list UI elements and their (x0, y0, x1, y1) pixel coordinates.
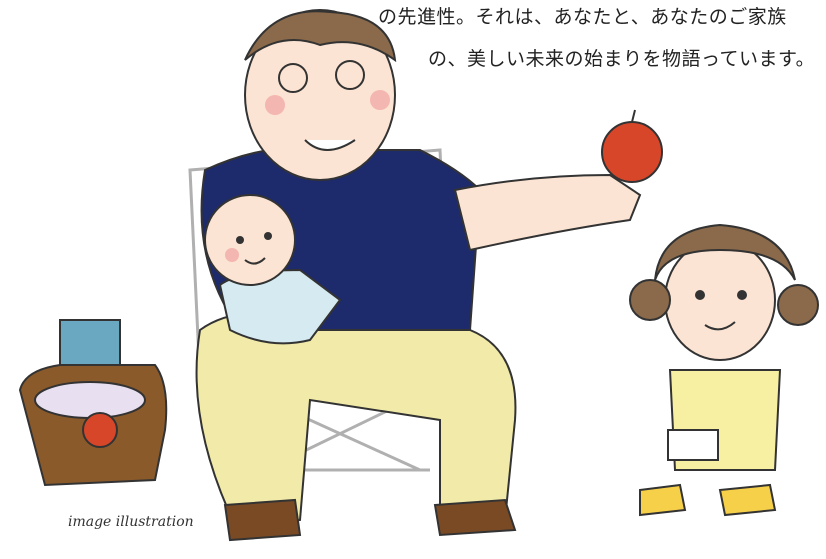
body-text-line-2: の、美しい未来の始まりを物語っています。 (428, 48, 816, 70)
left-shoe-icon (223, 498, 302, 542)
right-shoe-icon (433, 498, 517, 537)
father-head (244, 9, 397, 181)
girl-figure (629, 223, 819, 517)
baby-figure (204, 194, 342, 345)
father-arm (453, 173, 642, 252)
body-text-line-1: の先進性。それは、あなたと、あなたのご家族 (378, 6, 787, 28)
father-pants (195, 311, 517, 527)
apple-icon (601, 109, 663, 183)
image-caption: image illustration (68, 514, 194, 530)
picnic-basket-icon (18, 319, 168, 487)
